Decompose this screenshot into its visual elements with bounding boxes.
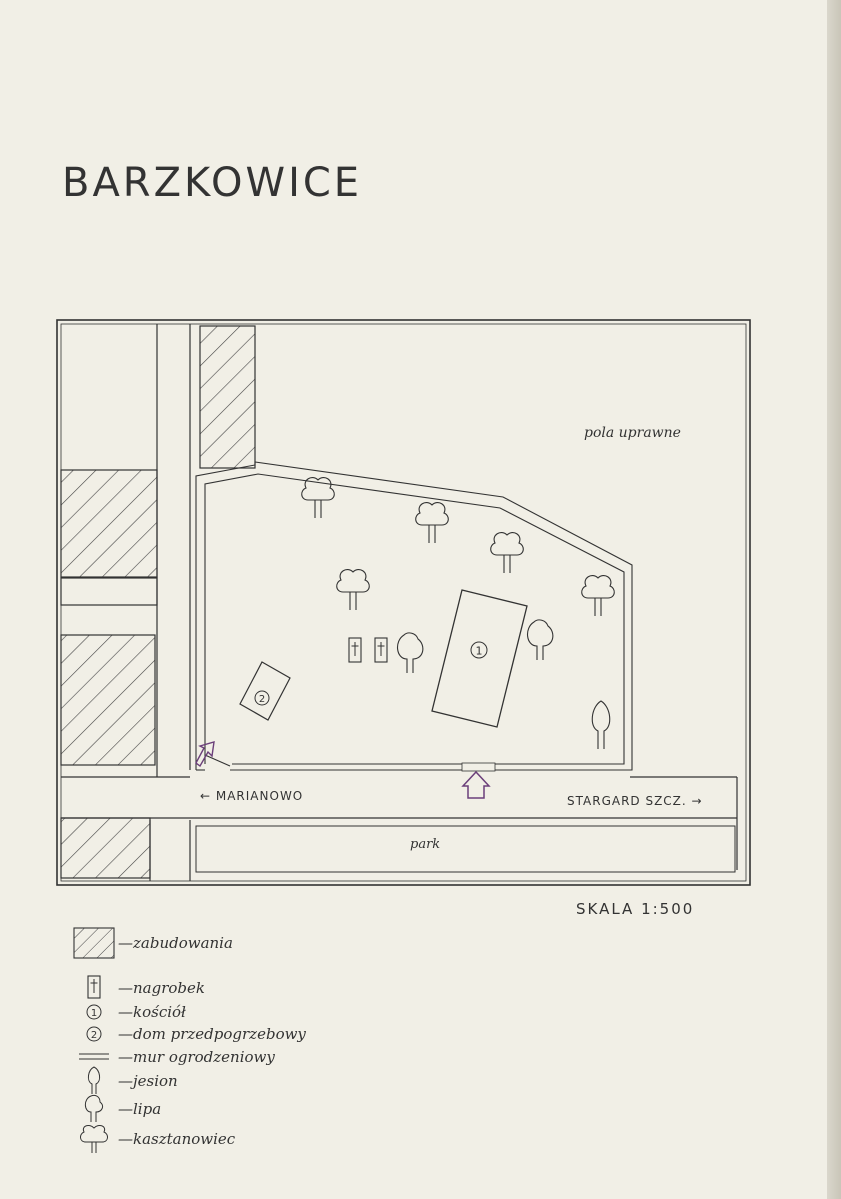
fields-label: pola uprawne bbox=[584, 425, 681, 441]
ash-tree-icon bbox=[70, 1063, 118, 1099]
ash-tree-icon bbox=[591, 700, 611, 750]
map-frame bbox=[56, 319, 751, 886]
hatched-building-icon bbox=[70, 925, 118, 961]
legend-label: kasztanowiec bbox=[133, 1130, 236, 1148]
legend-item: 2 — dom przedpogrzebowy bbox=[70, 1016, 306, 1052]
main-gate bbox=[461, 762, 496, 772]
legend-dash: — bbox=[118, 1130, 133, 1148]
park-label: park bbox=[410, 837, 440, 852]
chestnut-tree-icon bbox=[415, 502, 449, 544]
church-marker bbox=[470, 641, 488, 659]
circled-1-icon: 1 bbox=[70, 994, 118, 1030]
legend-label: mur ogrodzeniowy bbox=[133, 1048, 275, 1066]
svg-text:1: 1 bbox=[91, 1008, 97, 1019]
marianowo-label: ← MARIANOWO bbox=[200, 789, 303, 803]
grave-icon bbox=[374, 637, 388, 663]
legend-label: lipa bbox=[133, 1100, 162, 1118]
side-entrance-arrow bbox=[195, 741, 215, 768]
legend-item: 1 — kościół bbox=[70, 994, 186, 1030]
church-outline bbox=[431, 589, 528, 728]
side-gate bbox=[204, 754, 231, 767]
park-area bbox=[195, 825, 736, 873]
legend-dash: — bbox=[118, 1048, 133, 1066]
legend-dash: — bbox=[118, 1072, 133, 1090]
legend-item: — lipa bbox=[70, 1091, 161, 1127]
chestnut-tree-icon bbox=[336, 569, 370, 611]
building bbox=[60, 817, 151, 879]
chestnut-tree-icon bbox=[581, 575, 615, 617]
stargard-label: STARGARD SZCZ. → bbox=[567, 794, 703, 808]
legend-dash: — bbox=[118, 979, 133, 997]
wall-icon bbox=[70, 1039, 118, 1075]
legend-dash: — bbox=[118, 1100, 133, 1118]
svg-text:2: 2 bbox=[91, 1030, 97, 1041]
funeral-house-number: 2 bbox=[259, 694, 265, 705]
legend-label: dom przedpogrzebowy bbox=[133, 1025, 306, 1043]
page-edge bbox=[827, 0, 841, 1199]
legend-label: kościół bbox=[133, 1003, 186, 1021]
building bbox=[60, 634, 156, 766]
legend-item: — nagrobek bbox=[70, 970, 205, 1006]
linden-tree-icon bbox=[70, 1091, 118, 1127]
chestnut-tree-icon bbox=[70, 1121, 118, 1157]
legend-label: nagrobek bbox=[133, 979, 205, 997]
linden-tree-icon bbox=[396, 632, 424, 674]
legend-dash: — bbox=[118, 1025, 133, 1043]
linden-tree-icon bbox=[526, 619, 554, 661]
main-entrance-arrow bbox=[461, 770, 491, 799]
legend-label: jesion bbox=[133, 1072, 178, 1090]
legend-item: — mur ogrodzeniowy bbox=[70, 1039, 275, 1075]
building bbox=[199, 325, 256, 469]
legend-item: — zabudowania bbox=[70, 925, 233, 961]
church-number: 1 bbox=[476, 645, 483, 658]
building bbox=[60, 469, 158, 578]
legend-dash: — bbox=[118, 934, 133, 952]
funeral-house-outline bbox=[239, 661, 291, 721]
circled-2-icon: 2 bbox=[70, 1016, 118, 1052]
grave-icon bbox=[70, 970, 118, 1006]
legend-label: zabudowania bbox=[133, 934, 233, 952]
cemetery-wall bbox=[195, 461, 633, 771]
legend-dash: — bbox=[118, 1003, 133, 1021]
chestnut-tree-icon bbox=[490, 532, 524, 574]
page-title: BARZKOWICE bbox=[62, 160, 363, 206]
legend-item: — jesion bbox=[70, 1063, 178, 1099]
funeral-house-marker bbox=[254, 690, 270, 706]
grave-icon bbox=[348, 637, 362, 663]
scale-label: SKALA 1:500 bbox=[576, 900, 695, 918]
legend-item: — kasztanowiec bbox=[70, 1121, 235, 1157]
map-legend: — zabudowania — nagrobek 1 — kościół 2 —… bbox=[70, 925, 430, 1165]
